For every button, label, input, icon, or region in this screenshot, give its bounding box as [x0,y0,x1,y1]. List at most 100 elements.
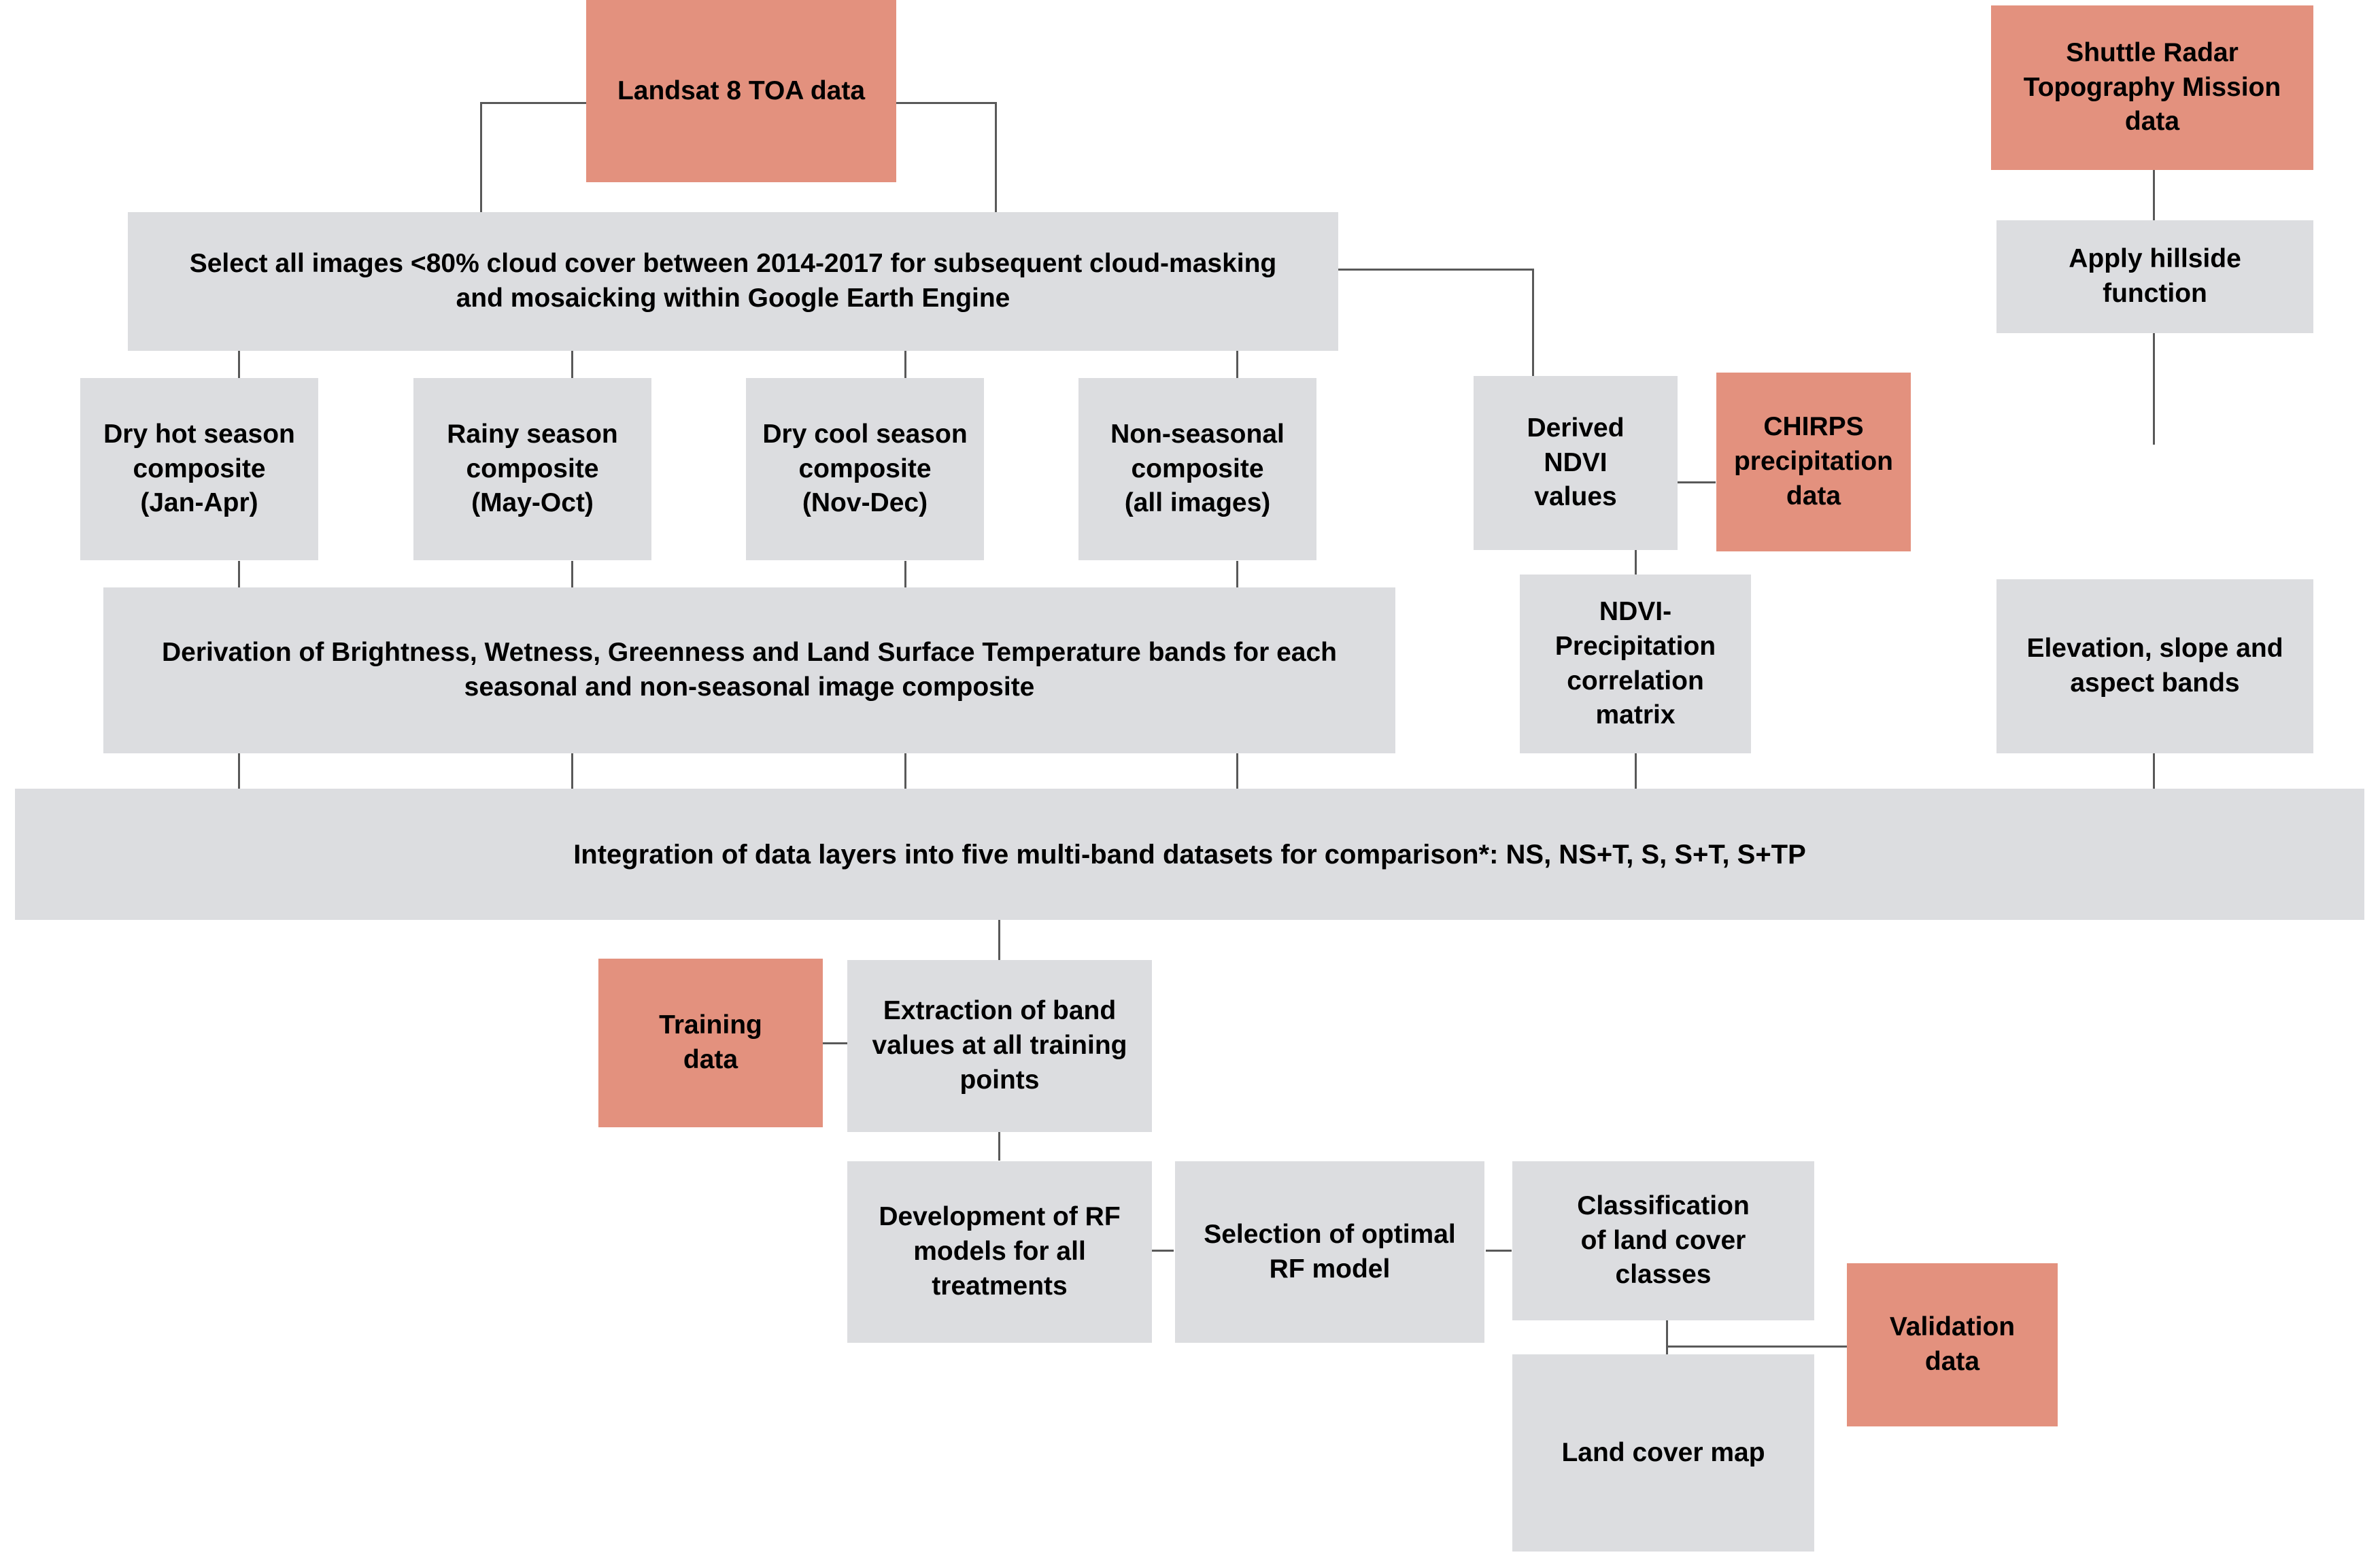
node-dry-hot-season-composite[interactable]: Dry hot season composite (Jan-Apr) [80,378,318,560]
node-dry-cool-label: Dry cool season composite (Nov-Dec) [754,417,976,521]
node-classification-line-1: Classification [1577,1190,1750,1220]
node-validation-data-label: Validation data [1855,1310,2050,1379]
node-non-seasonal-composite[interactable]: Non-seasonal composite (all images) [1078,378,1316,560]
node-validation-data[interactable]: Validation data [1847,1263,2058,1426]
node-land-cover-map[interactable]: Land cover map [1512,1354,1814,1552]
node-elevation-line-1: Elevation, slope and [2026,634,2283,664]
node-rainy-line-1: Rainy season [447,419,618,449]
node-integration-of-data-layers[interactable]: Integration of data layers into five mul… [15,789,2364,920]
connector-elevation-to-integration [2153,753,2155,791]
node-extraction-of-band-values[interactable]: Extraction of band values at all trainin… [847,960,1152,1132]
node-development-of-rf-models[interactable]: Development of RF models for all treatme… [847,1161,1152,1343]
connector-select-to-drycool [904,351,906,379]
node-derived-ndvi-values[interactable]: Derived NDVI values [1474,376,1678,550]
node-matrix-line-1: NDVI-Precipitation [1554,597,1716,661]
node-integration-text-datasets: NS, NS+T, S, S+T, S+TP [1506,839,1806,870]
node-ndvi-precipitation-correlation-matrix[interactable]: NDVI-Precipitation correlation matrix [1520,575,1751,753]
connector-rainy-to-derivation [571,561,573,589]
node-chirps-line-2: precipitation [1733,447,1894,477]
node-apply-hillside-line-2: function [2103,279,2207,308]
node-apply-hillside-function[interactable]: Apply hillside function [1996,220,2313,333]
node-derivation-of-bands[interactable]: Derivation of Brightness, Wetness, Green… [103,587,1395,753]
node-elevation-slope-aspect-bands[interactable]: Elevation, slope and aspect bands [1996,579,2313,753]
node-dry-hot-line-3: (Jan-Apr) [140,488,258,518]
node-dry-hot-label: Dry hot season composite (Jan-Apr) [88,417,310,521]
connector-matrix-to-integration [1635,753,1637,791]
node-non-seasonal-label: Non-seasonal composite (all images) [1087,417,1308,521]
node-extraction-label: Extraction of band values at all trainin… [855,994,1144,1097]
node-elevation-line-2: aspect bands [2070,668,2240,698]
connector-landsat-right-v [995,102,997,214]
node-dry-hot-line-1: Dry hot season [103,419,295,449]
node-chirps-label: CHIRPS precipitation data [1724,410,1903,513]
node-derived-ndvi-label: Derived NDVI values [1482,411,1669,515]
connector-derivation-to-integration-3 [904,752,906,789]
node-extraction-line-2: values at all training [872,1031,1127,1061]
node-land-cover-map-label: Land cover map [1561,1437,1765,1467]
node-landsat-8-toa-data[interactable]: Landsat 8 TOA data [586,0,896,182]
node-training-data[interactable]: Training data [598,959,823,1127]
node-extraction-line-1: Extraction of band [883,996,1117,1026]
node-derived-ndvi-line-1: Derived [1527,413,1625,443]
connector-derivation-to-integration-2 [571,752,573,789]
node-ndvi-precip-matrix-label: NDVI-Precipitation correlation matrix [1528,595,1743,733]
node-dry-cool-line-2: composite [798,453,932,483]
node-landsat-label: Landsat 8 TOA data [617,75,866,105]
connector-extraction-to-rfdev [998,1132,1000,1161]
connector-hillside-to-elevation [2153,333,2155,445]
node-selection-of-optimal-rf-model[interactable]: Selection of optimal RF model [1175,1161,1484,1343]
node-dry-hot-line-2: composite [133,453,266,483]
node-training-data-line-2: data [683,1045,738,1074]
node-non-seasonal-line-2: composite [1131,453,1264,483]
connector-select-to-ndvi-v [1532,269,1534,377]
connector-dryhot-to-derivation [238,561,240,589]
node-elevation-label: Elevation, slope and aspect bands [2005,632,2305,700]
node-rainy-line-2: composite [466,453,599,483]
node-rainy-season-composite[interactable]: Rainy season composite (May-Oct) [413,378,651,560]
node-chirps-precipitation-data[interactable]: CHIRPS precipitation data [1716,373,1911,551]
connector-select-to-ndvi-h [1337,269,1534,271]
node-integration-label: Integration of data layers into five mul… [23,837,2356,872]
node-classification-label: Classification of land cover classes [1520,1189,1806,1292]
node-select-images-label: Select all images <80% cloud cover betwe… [136,247,1330,315]
node-select-images-line-2: and mosaicking within Google Earth Engin… [456,284,1010,313]
node-srtm-data[interactable]: Shuttle Radar Topography Mission data [1991,5,2313,170]
node-non-seasonal-line-3: (all images) [1124,488,1271,518]
connector-training-to-extraction [823,1042,847,1044]
connector-derivation-to-integration-1 [238,752,240,789]
connector-nonseasonal-to-derivation [1236,561,1238,589]
node-apply-hillside-line-1: Apply hillside [2069,244,2241,274]
connector-select-to-nonseasonal [1236,351,1238,379]
connector-classification-to-map [1666,1320,1668,1354]
node-classification-line-2: of land cover [1580,1225,1746,1255]
node-derived-ndvi-line-3: values [1534,482,1617,512]
node-derivation-line-1: Derivation of Brightness, Wetness, Green… [161,638,1338,668]
connector-select-to-dryhot [238,351,240,379]
node-apply-hillside-label: Apply hillside function [2005,242,2305,311]
node-rf-development-line-1: Development of RF [879,1202,1121,1232]
node-rf-development-line-2: models for all [913,1237,1086,1267]
node-non-seasonal-line-1: Non-seasonal [1110,419,1285,449]
node-classification-line-3: classes [1615,1260,1712,1290]
connector-rfdev-to-rfsel [1146,1250,1174,1252]
node-srtm-line-3: data [2124,107,2180,137]
connector-integration-to-extraction [998,919,1000,961]
node-dry-cool-line-1: Dry cool season [762,419,968,449]
node-rf-selection-line-1: Selection of optimal [1204,1219,1456,1249]
node-rainy-label: Rainy season composite (May-Oct) [422,417,643,521]
node-select-images-line-1: Select all images <80% cloud cover betwe… [189,249,1277,279]
connector-derivation-to-integration-4 [1236,752,1238,789]
node-rf-selection-label: Selection of optimal RF model [1183,1218,1476,1286]
node-extraction-line-3: points [959,1065,1040,1095]
node-validation-data-line-2: data [1924,1347,1980,1376]
node-srtm-line-2: Topography Mission [2023,72,2281,102]
connector-select-to-rainy [571,351,573,379]
node-integration-text-plain: Integration of data layers into five mul… [573,839,1506,870]
node-derivation-line-2: seasonal and non-seasonal image composit… [464,672,1035,702]
connector-rfsel-to-classification [1486,1250,1512,1252]
node-classification-of-land-cover-classes[interactable]: Classification of land cover classes [1512,1161,1814,1320]
node-dry-cool-season-composite[interactable]: Dry cool season composite (Nov-Dec) [746,378,984,560]
node-derivation-label: Derivation of Brightness, Wetness, Green… [112,636,1387,704]
node-select-images[interactable]: Select all images <80% cloud cover betwe… [128,212,1338,351]
node-derived-ndvi-line-2: NDVI [1544,447,1608,477]
